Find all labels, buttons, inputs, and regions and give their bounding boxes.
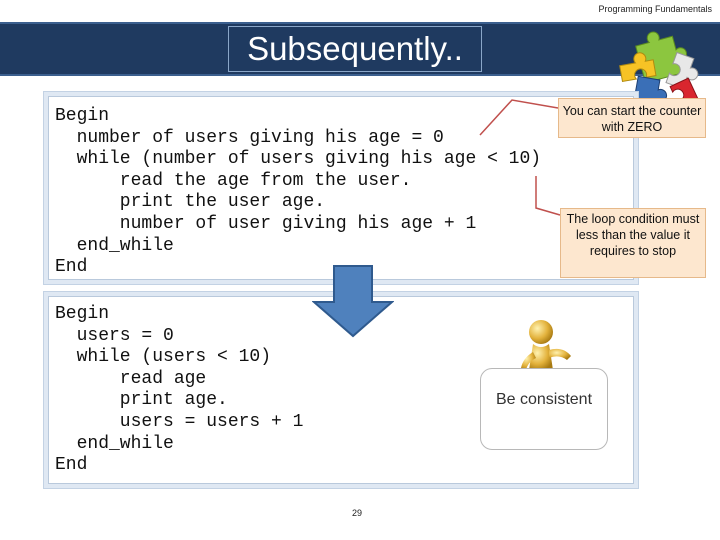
code-line: Begin bbox=[55, 304, 110, 324]
page-number: 29 bbox=[352, 508, 363, 518]
callout-counter-zero: You can start the counter with ZERO bbox=[558, 98, 706, 138]
callout-loop-condition: The loop condition must less than the va… bbox=[560, 208, 706, 278]
code-line: read age bbox=[55, 368, 207, 389]
code-line: users = users + 1 bbox=[55, 411, 304, 432]
code-line: print the user age. bbox=[55, 192, 326, 213]
code-line: End bbox=[55, 455, 88, 476]
code-line: end_while bbox=[55, 235, 174, 256]
code-line: print age. bbox=[55, 390, 228, 411]
code-block-consistent: Begin users = 0 while (users < 10) read … bbox=[55, 304, 303, 477]
code-line: End bbox=[55, 257, 88, 278]
be-consistent-sign: Be consistent bbox=[480, 368, 608, 450]
puzzle-pieces-icon bbox=[619, 31, 700, 110]
slide-title: Subsequently.. bbox=[228, 26, 482, 72]
down-arrow-icon bbox=[312, 265, 394, 338]
code-line: Begin bbox=[55, 106, 110, 126]
code-line: users = 0 bbox=[55, 325, 174, 346]
code-line: while (number of users giving his age < … bbox=[55, 149, 542, 170]
code-line: number of users giving his age = 0 bbox=[55, 127, 444, 148]
header-label: Programming Fundamentals bbox=[598, 4, 712, 14]
code-line: while (users < 10) bbox=[55, 347, 272, 368]
code-line: number of user giving his age + 1 bbox=[55, 213, 477, 234]
code-block-original: Begin number of users giving his age = 0… bbox=[55, 106, 541, 279]
code-line: read the age from the user. bbox=[55, 170, 412, 191]
code-line: end_while bbox=[55, 433, 174, 454]
